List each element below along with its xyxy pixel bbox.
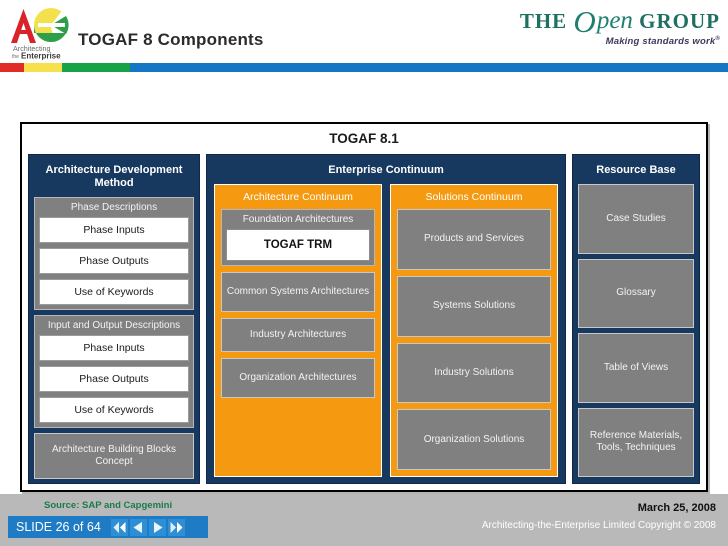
stripe-segment-red	[0, 63, 24, 72]
the-open-group-logo: THE Open GROUP Making standards work®	[502, 6, 720, 56]
slide-date: March 25, 2008	[637, 502, 716, 514]
item-togaf-trm[interactable]: TOGAF TRM	[226, 229, 370, 261]
item-case-studies[interactable]: Case Studies	[578, 184, 694, 254]
group-label-input-and-output-descriptions: Input and Output Descriptions	[47, 320, 181, 331]
togaf-components-diagram: TOGAF 8.1 Architecture Development Metho…	[20, 122, 708, 492]
item-use-of-keywords-2[interactable]: Use of Keywords	[39, 397, 189, 423]
slide-header: Architecting the Enterprise TOGAF 8 Comp…	[0, 0, 728, 62]
common-systems-architectures-label: Common Systems Architectures	[226, 286, 370, 297]
panel-enterprise-continuum: Enterprise Continuum Architecture Contin…	[206, 154, 566, 484]
brand-color-stripe	[0, 63, 728, 72]
group-input-and-output-descriptions[interactable]: Input and Output Descriptions Phase Inpu…	[34, 315, 194, 428]
svg-text:Enterprise: Enterprise	[21, 52, 61, 61]
item-reference-materials-tools-techniques[interactable]: Reference Materials, Tools, Techniques	[578, 407, 694, 477]
industry-architectures-label: Industry Architectures	[249, 329, 347, 340]
open-group-wordmark: THE Open GROUP	[502, 6, 720, 37]
open-group-tagline-text: Making standards work	[605, 36, 716, 48]
open-group-pen: pen	[596, 7, 633, 34]
group-foundation-architectures[interactable]: Foundation Architectures TOGAF TRM	[221, 209, 375, 266]
industry-solutions-label: Industry Solutions	[434, 366, 514, 378]
registered-mark-icon: ®	[715, 36, 720, 42]
stripe-segment-green	[62, 63, 130, 72]
group-label-foundation-architectures: Foundation Architectures	[242, 214, 354, 225]
organization-architectures-label: Organization Architectures	[239, 372, 357, 383]
item-common-systems-architectures[interactable]: Common Systems Architectures	[221, 272, 375, 312]
item-products-and-services[interactable]: Products and Services	[397, 209, 551, 270]
glossary-label: Glossary	[616, 287, 656, 299]
item-architecture-building-blocks-concept[interactable]: Architecture Building Blocks Concept	[34, 433, 194, 479]
item-industry-architectures[interactable]: Industry Architectures	[221, 318, 375, 352]
open-group-tagline: Making standards work®	[502, 36, 720, 47]
stripe-segment-blue	[130, 63, 728, 72]
abb-concept-label: Architecture Building Blocks Concept	[52, 444, 176, 468]
item-use-of-keywords[interactable]: Use of Keywords	[39, 279, 189, 305]
diagram-columns: Architecture Development Method Phase De…	[28, 154, 700, 484]
slide-nav-buttons	[110, 518, 185, 536]
organization-solutions-label: Organization Solutions	[423, 433, 525, 445]
next-slide-icon[interactable]	[148, 518, 166, 536]
item-phase-inputs[interactable]: Phase Inputs	[39, 217, 189, 243]
abb-concept-line1: Architecture Building Blocks	[52, 444, 176, 455]
item-industry-solutions[interactable]: Industry Solutions	[397, 342, 551, 404]
item-table-of-views[interactable]: Table of Views	[578, 333, 694, 403]
source-attribution: Source: SAP and Capgemini	[44, 500, 173, 511]
open-group-o-glyph: O	[573, 4, 597, 39]
page-title: TOGAF 8 Components	[78, 30, 264, 49]
group-phase-descriptions[interactable]: Phase Descriptions Phase Inputs Phase Ou…	[34, 197, 194, 310]
item-organization-architectures[interactable]: Organization Architectures	[221, 358, 375, 398]
case-studies-label: Case Studies	[606, 212, 666, 224]
open-group-the: THE	[519, 9, 568, 33]
last-slide-icon[interactable]	[167, 518, 185, 536]
slide-navigation-bar: SLIDE 26 of 64	[8, 516, 208, 538]
previous-slide-icon[interactable]	[129, 518, 147, 536]
slide-footer: Source: SAP and Capgemini SLIDE 26 of 64	[0, 494, 728, 546]
subpanel-architecture-continuum: Architecture Continuum Foundation Archit…	[214, 184, 382, 477]
enterprise-continuum-subcolumns: Architecture Continuum Foundation Archit…	[212, 184, 560, 477]
panel-architecture-development-method: Architecture Development Method Phase De…	[28, 154, 200, 484]
ate-logo-mark: Architecting the Enterprise	[11, 7, 70, 61]
stripe-segment-yellow	[24, 63, 62, 72]
panel-title-resource-base: Resource Base	[596, 164, 676, 176]
first-slide-icon[interactable]	[110, 518, 128, 536]
item-systems-solutions[interactable]: Systems Solutions	[397, 275, 551, 337]
diagram-title: TOGAF 8.1	[329, 131, 399, 146]
item-phase-outputs[interactable]: Phase Outputs	[39, 248, 189, 274]
item-glossary[interactable]: Glossary	[578, 258, 694, 328]
products-and-services-label: Products and Services	[423, 233, 525, 245]
reference-materials-label: Reference Materials, Tools, Techniques	[589, 430, 683, 454]
panel-resource-base: Resource Base Case Studies Glossary Tabl…	[572, 154, 700, 484]
subpanel-solutions-continuum: Solutions Continuum Products and Service…	[390, 184, 558, 477]
subpanel-title-architecture-continuum: Architecture Continuum	[243, 191, 353, 203]
group-label-phase-descriptions: Phase Descriptions	[70, 202, 158, 213]
subpanel-title-solutions-continuum: Solutions Continuum	[425, 191, 523, 203]
item-phase-outputs-2[interactable]: Phase Outputs	[39, 366, 189, 392]
panel-title-adm-line1: Architecture Development	[45, 164, 183, 176]
open-group-group: GROUP	[639, 9, 720, 33]
svg-text:the: the	[12, 54, 19, 60]
item-phase-inputs-2[interactable]: Phase Inputs	[39, 335, 189, 361]
svg-text:Architecting: Architecting	[13, 44, 51, 53]
panel-title-adm: Architecture Development Method	[34, 160, 194, 197]
panel-title-adm-line2: Method	[94, 177, 134, 189]
panel-title-enterprise-continuum: Enterprise Continuum	[328, 164, 444, 176]
resource-base-items: Case Studies Glossary Table of Views Ref…	[578, 184, 694, 477]
adm-content: Phase Descriptions Phase Inputs Phase Ou…	[34, 197, 194, 479]
abb-concept-line2: Concept	[95, 456, 133, 467]
systems-solutions-label: Systems Solutions	[432, 300, 516, 312]
slide-counter: SLIDE 26 of 64	[16, 520, 101, 534]
item-organization-solutions[interactable]: Organization Solutions	[397, 409, 551, 470]
table-of-views-label: Table of Views	[603, 361, 669, 373]
copyright-notice: Architecting-the-Enterprise Limited Copy…	[481, 520, 716, 531]
architecting-the-enterprise-logo: Architecting the Enterprise	[8, 6, 70, 60]
